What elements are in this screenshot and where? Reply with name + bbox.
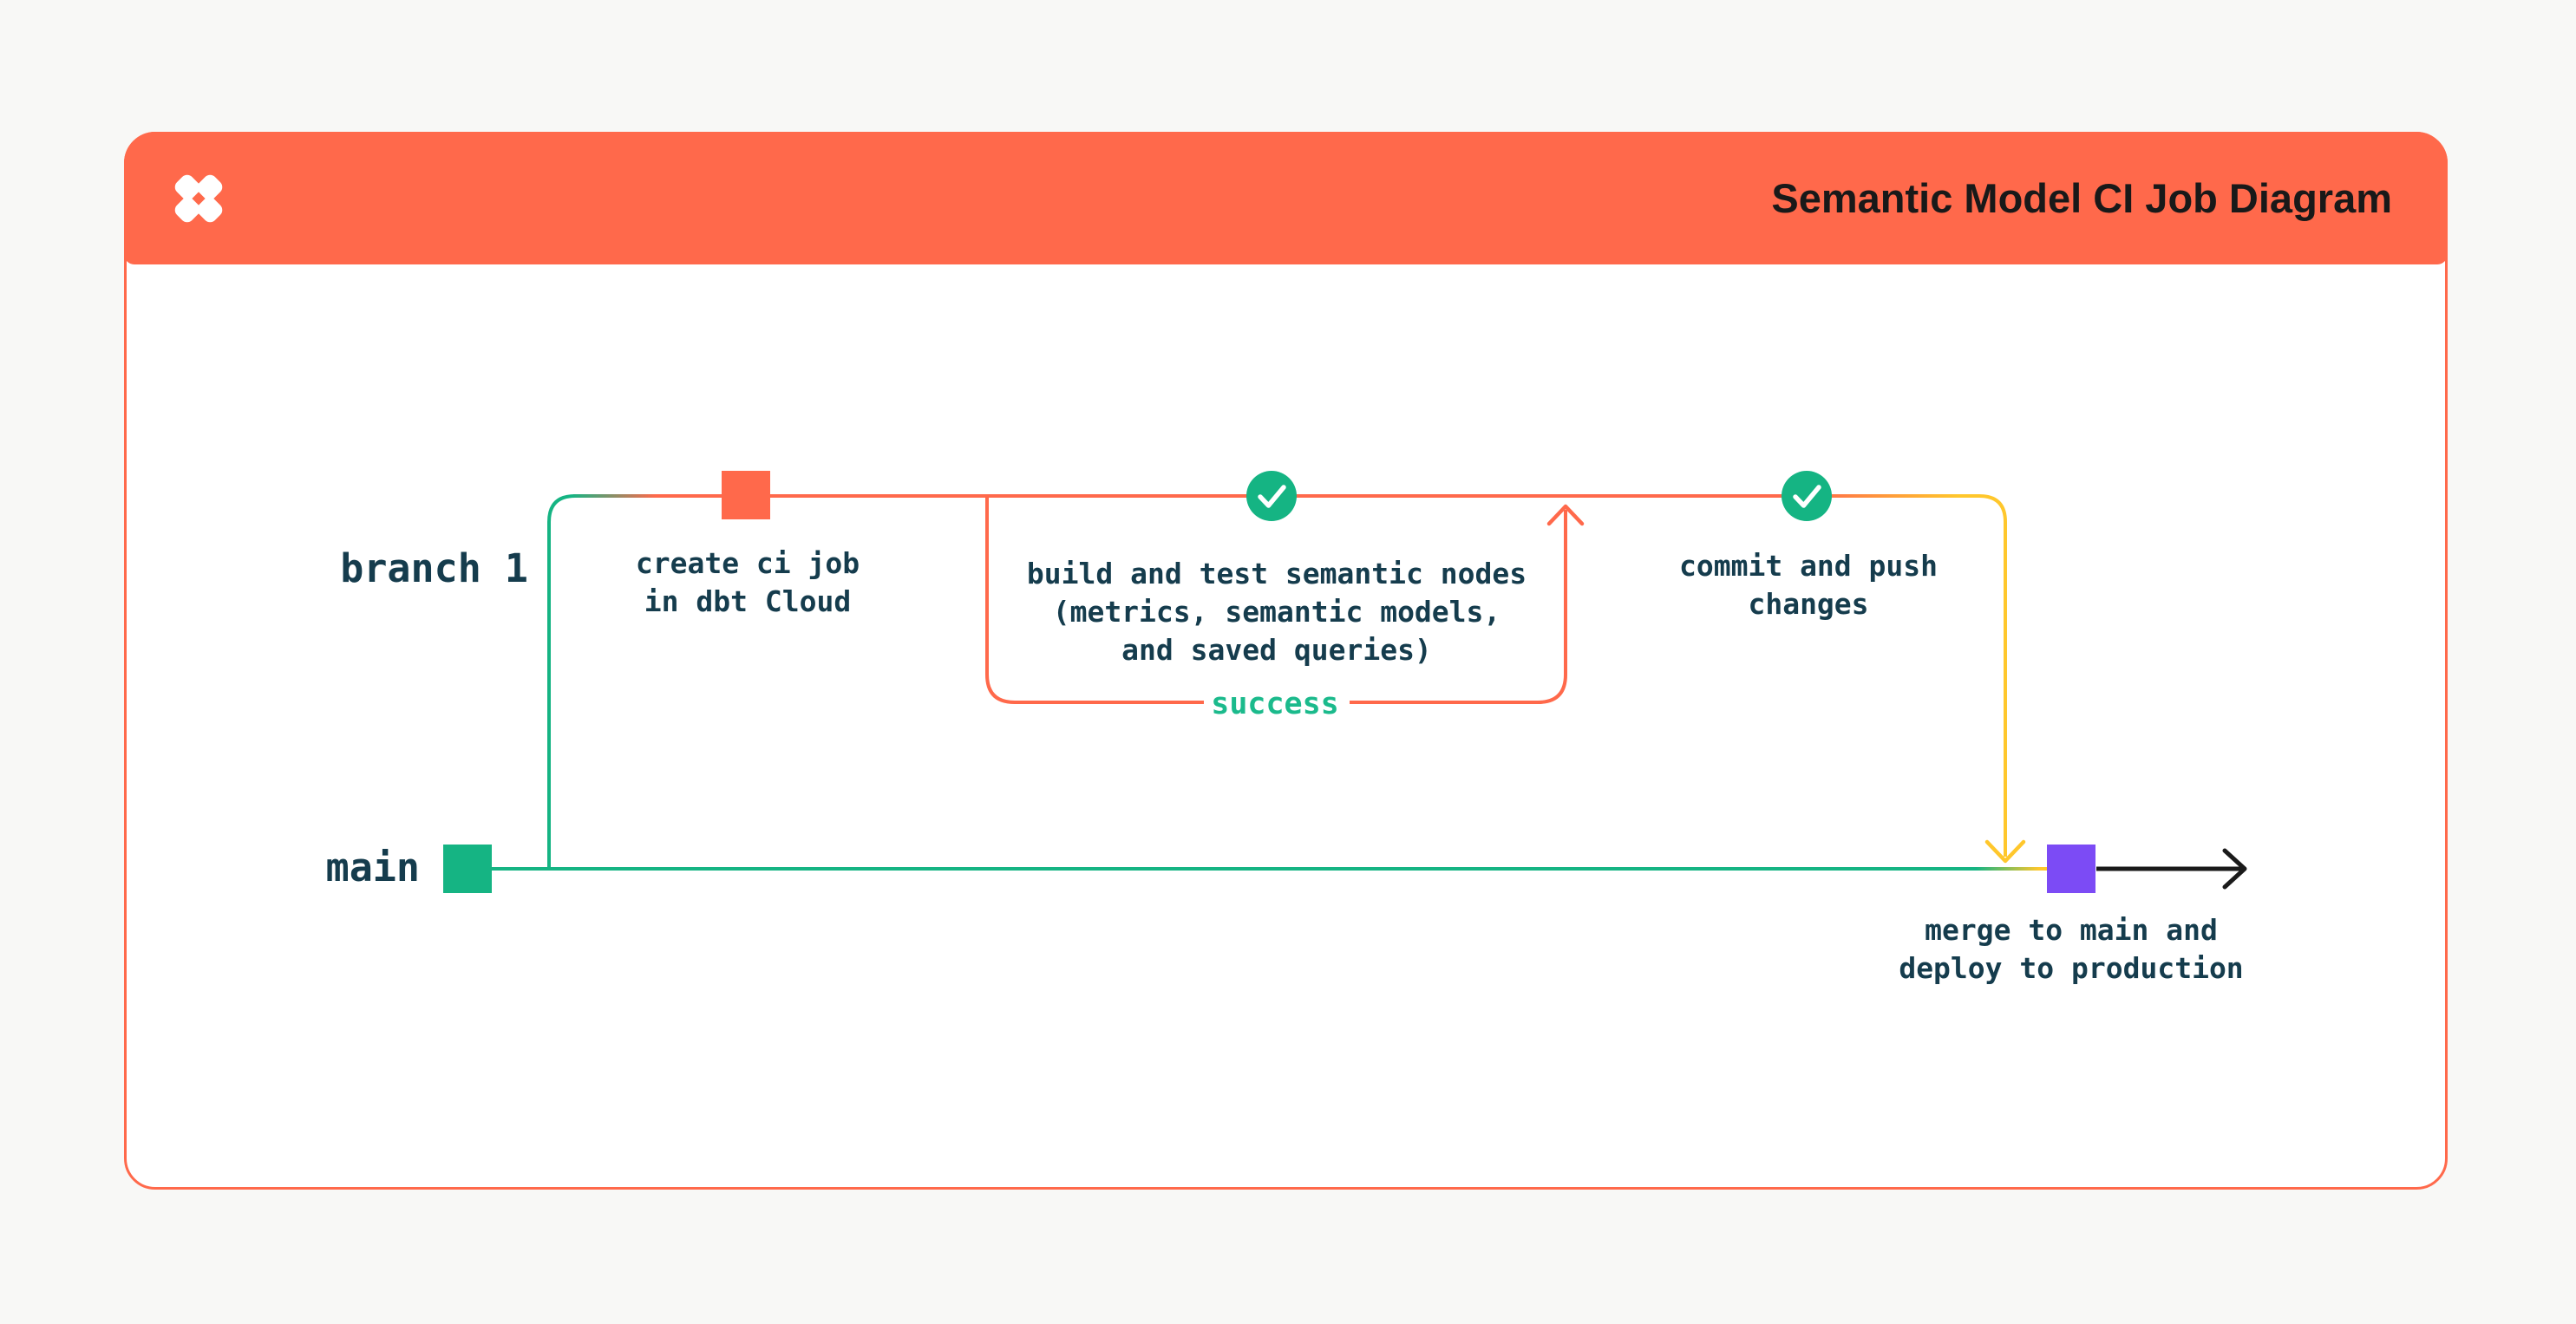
- dbt-logo-icon: [174, 174, 223, 222]
- success-loop-arrowhead-up-icon: [1546, 504, 1585, 526]
- create-ci-commit-square: [722, 471, 770, 519]
- branch-line-green: [547, 494, 577, 869]
- success-loop-right: [1350, 510, 1567, 704]
- label-line: create ci job: [635, 546, 860, 580]
- checkmark-icon: [1258, 485, 1286, 508]
- branch-1-label: branch 1: [340, 545, 528, 591]
- page-title: Semantic Model CI Job Diagram: [1771, 175, 2392, 221]
- deploy-arrowhead-right-icon: [2222, 848, 2247, 890]
- success-label: success: [1211, 687, 1339, 721]
- main-label: main: [325, 845, 420, 890]
- label-line: commit and push: [1678, 549, 1939, 583]
- commit-push-label: commit and push changes: [1679, 547, 1938, 623]
- branch-line-yellow-descent: [1957, 494, 2007, 857]
- card-header: Semantic Model CI Job Diagram: [124, 132, 2448, 264]
- label-line: merge to main and: [1925, 913, 2218, 947]
- label-line: deploy to production: [1899, 951, 2244, 985]
- main-start-commit-square: [443, 845, 492, 893]
- success-loop-left: [985, 498, 1204, 704]
- label-line: build and test semantic nodes: [1026, 557, 1527, 590]
- create-ci-job-label: create ci job in dbt Cloud: [636, 545, 860, 621]
- label-line: in dbt Cloud: [644, 584, 852, 618]
- merge-deploy-label: merge to main and deploy to production: [1899, 911, 2243, 988]
- label-line: (metrics, semantic models,: [1052, 595, 1501, 629]
- merge-commit-square: [2047, 845, 2095, 893]
- build-test-label: build and test semantic nodes (metrics, …: [1027, 555, 1527, 669]
- label-line: changes: [1748, 587, 1869, 621]
- yellow-arrowhead-down-icon: [1984, 839, 2026, 864]
- commit-push-check-icon: [1782, 471, 1832, 521]
- build-test-check-icon: [1246, 471, 1297, 521]
- label-line: and saved queries): [1121, 633, 1432, 667]
- checkmark-icon: [1793, 485, 1821, 508]
- diagram-card: Semantic Model CI Job Diagram: [124, 132, 2448, 1190]
